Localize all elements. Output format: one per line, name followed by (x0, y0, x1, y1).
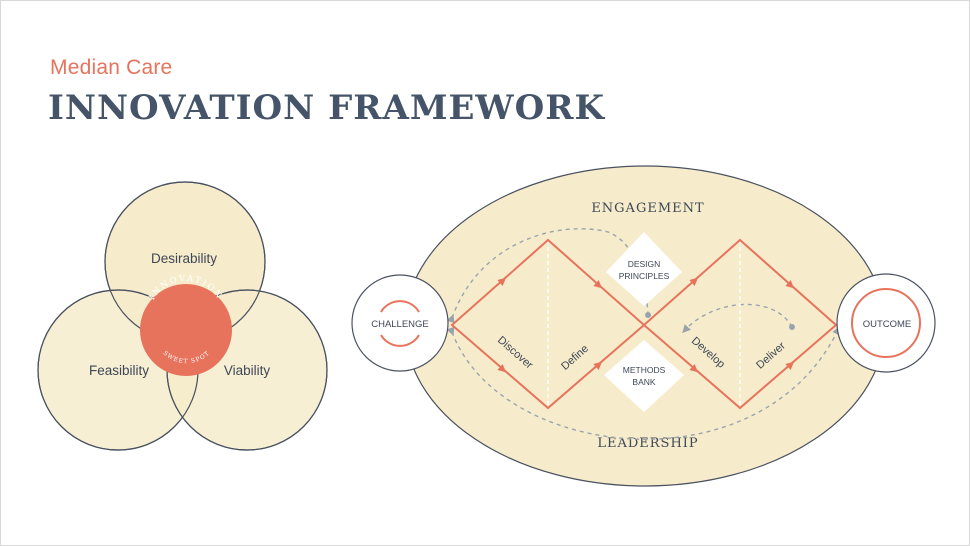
innovation-sweet-spot (140, 284, 232, 376)
leadership-label: LEADERSHIP (597, 436, 698, 451)
methods-bank-line-2: BANK (632, 377, 655, 387)
design-principles-line-1: DESIGN (628, 259, 661, 269)
page-title: INNOVATION FRAMEWORK (48, 88, 606, 128)
outcome-inner-ring (851, 288, 921, 358)
methods-bank-line-1: METHODS (623, 365, 666, 375)
double-diamond-diagram: ENGAGEMENT LEADERSHIP Discover Define De… (351, 165, 936, 487)
venn-diagram: Desirability Feasibility Viability INNOV… (37, 181, 328, 451)
feedback-dot (789, 324, 795, 330)
desirability-label: Desirability (151, 251, 217, 266)
feasibility-label: Feasibility (89, 363, 149, 378)
challenge-arc-top (380, 300, 420, 313)
design-principles-box (606, 232, 682, 306)
engagement-label: ENGAGEMENT (591, 201, 704, 216)
methods-bank-box (604, 340, 684, 412)
challenge-label: CHALLENGE (371, 319, 429, 330)
company-name: Median Care (50, 56, 173, 79)
challenge-arc-bottom (380, 334, 420, 347)
diamond-2 (642, 238, 838, 410)
viability-label: Viability (224, 363, 271, 378)
bottom-feedback-loop (446, 326, 840, 440)
top-feedback-loop (446, 228, 649, 324)
diamond-arrowheads (497, 277, 794, 373)
develop-feedback-loop (682, 303, 793, 334)
design-principles-line-2: PRINCIPLES (619, 271, 670, 281)
feedback-dot (645, 312, 651, 318)
challenge-circle (351, 274, 449, 372)
outcome-label: OUTCOME (863, 319, 912, 330)
